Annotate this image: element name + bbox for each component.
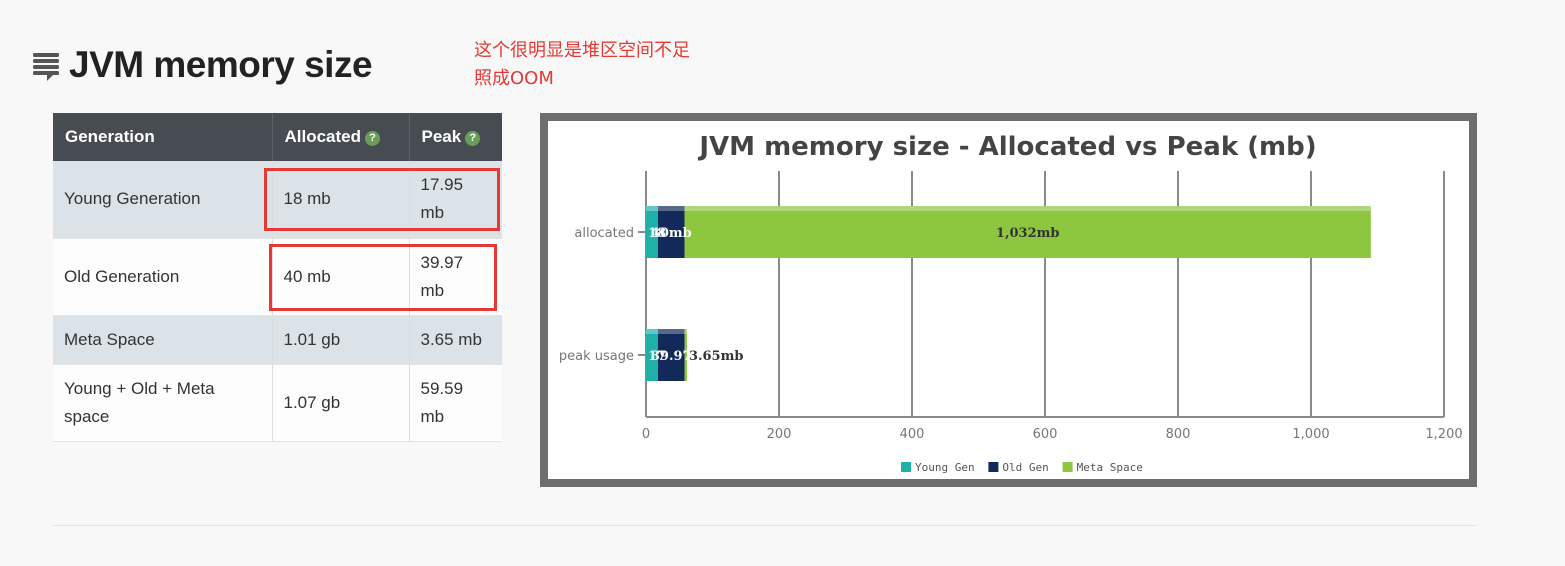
help-icon[interactable]: ?	[365, 131, 381, 146]
highlight-box-young	[264, 168, 500, 231]
legend-entry: Meta Space	[1077, 461, 1143, 474]
data-label: 17	[648, 349, 666, 364]
x-tick-label: 1,200	[1425, 427, 1462, 442]
data-label: 39.97	[651, 349, 692, 364]
table-header-row: Generation Allocated? Peak?	[53, 113, 502, 161]
x-tick-label: 1,000	[1292, 427, 1329, 442]
x-tick-label: 0	[642, 427, 650, 442]
data-label: 1,032mb	[996, 226, 1060, 241]
bar-highlight	[646, 329, 658, 334]
section-divider	[52, 525, 1477, 526]
bar-segment	[657, 329, 685, 381]
memory-chart-frame: JVM memory size - Allocated vs Peak (mb)…	[540, 113, 1477, 487]
header-generation: Generation	[53, 113, 273, 161]
bar-segment	[657, 206, 685, 258]
cell-peak: 3.65 mb	[409, 315, 502, 365]
legend-entry: Young Gen	[915, 461, 975, 474]
bar-highlight	[646, 206, 658, 211]
memory-chart-svg: JVM memory size - Allocated vs Peak (mb)…	[559, 132, 1463, 474]
data-label: 3.65mb	[689, 349, 744, 364]
help-icon[interactable]: ?	[465, 131, 481, 146]
table-row: Old Generation 40 mb 39.97 mb	[53, 238, 502, 316]
memory-size-table: Generation Allocated? Peak? Young Genera…	[53, 113, 502, 442]
bar-highlight	[684, 206, 1371, 211]
cell-generation: Young Generation	[53, 161, 273, 239]
annotation-line-2: 照成OOM	[474, 68, 554, 89]
bar-segment	[646, 206, 658, 258]
legend-entry: Old Gen	[1002, 461, 1048, 474]
legend-swatch	[1062, 462, 1073, 472]
category-label: allocated	[574, 226, 634, 241]
bar-highlight	[657, 329, 685, 334]
table-row: Meta Space 1.01 gb 3.65 mb	[53, 315, 502, 365]
cell-allocated: 18 mb	[272, 161, 410, 239]
data-label: 18	[648, 226, 666, 241]
cell-allocated: 1.07 gb	[272, 364, 410, 442]
cell-allocated: 40 mb	[272, 238, 410, 316]
list-lines-icon	[33, 53, 59, 81]
cell-peak: 17.95 mb	[409, 161, 502, 239]
cell-peak: 59.59 mb	[409, 364, 502, 442]
memory-chart: JVM memory size - Allocated vs Peak (mb)…	[548, 121, 1469, 479]
cell-peak: 39.97 mb	[409, 238, 502, 316]
table-row: Young Generation 18 mb 17.95 mb	[53, 161, 502, 239]
bar-highlight	[657, 206, 685, 211]
section-header: JVM memory size	[33, 44, 373, 86]
highlight-box-old	[269, 244, 497, 311]
bar-segment	[684, 329, 687, 381]
cell-generation: Young + Old + Meta space	[53, 364, 273, 442]
bar-segment	[684, 206, 1371, 258]
cell-generation: Old Generation	[53, 238, 273, 316]
cell-allocated: 1.01 gb	[272, 315, 410, 365]
x-tick-label: 800	[1166, 427, 1191, 442]
red-annotation-note: 这个很明显是堆区空间不足 照成OOM	[474, 37, 690, 93]
chart-title: JVM memory size - Allocated vs Peak (mb)	[697, 132, 1316, 162]
x-tick-label: 200	[767, 427, 792, 442]
x-tick-label: 600	[1033, 427, 1058, 442]
annotation-line-1: 这个很明显是堆区空间不足	[474, 40, 690, 61]
header-allocated: Allocated?	[272, 113, 410, 161]
legend-swatch	[901, 462, 911, 472]
data-label: 40mb	[651, 226, 692, 241]
x-tick-label: 400	[900, 427, 925, 442]
bar-segment	[646, 329, 658, 381]
legend-swatch	[988, 462, 999, 472]
cell-generation: Meta Space	[53, 315, 273, 365]
category-label: peak usage	[559, 349, 634, 364]
bar-highlight	[684, 329, 687, 334]
header-peak: Peak?	[409, 113, 502, 161]
table-row: Young + Old + Meta space 1.07 gb 59.59 m…	[53, 364, 502, 442]
page-title: JVM memory size	[69, 44, 373, 85]
